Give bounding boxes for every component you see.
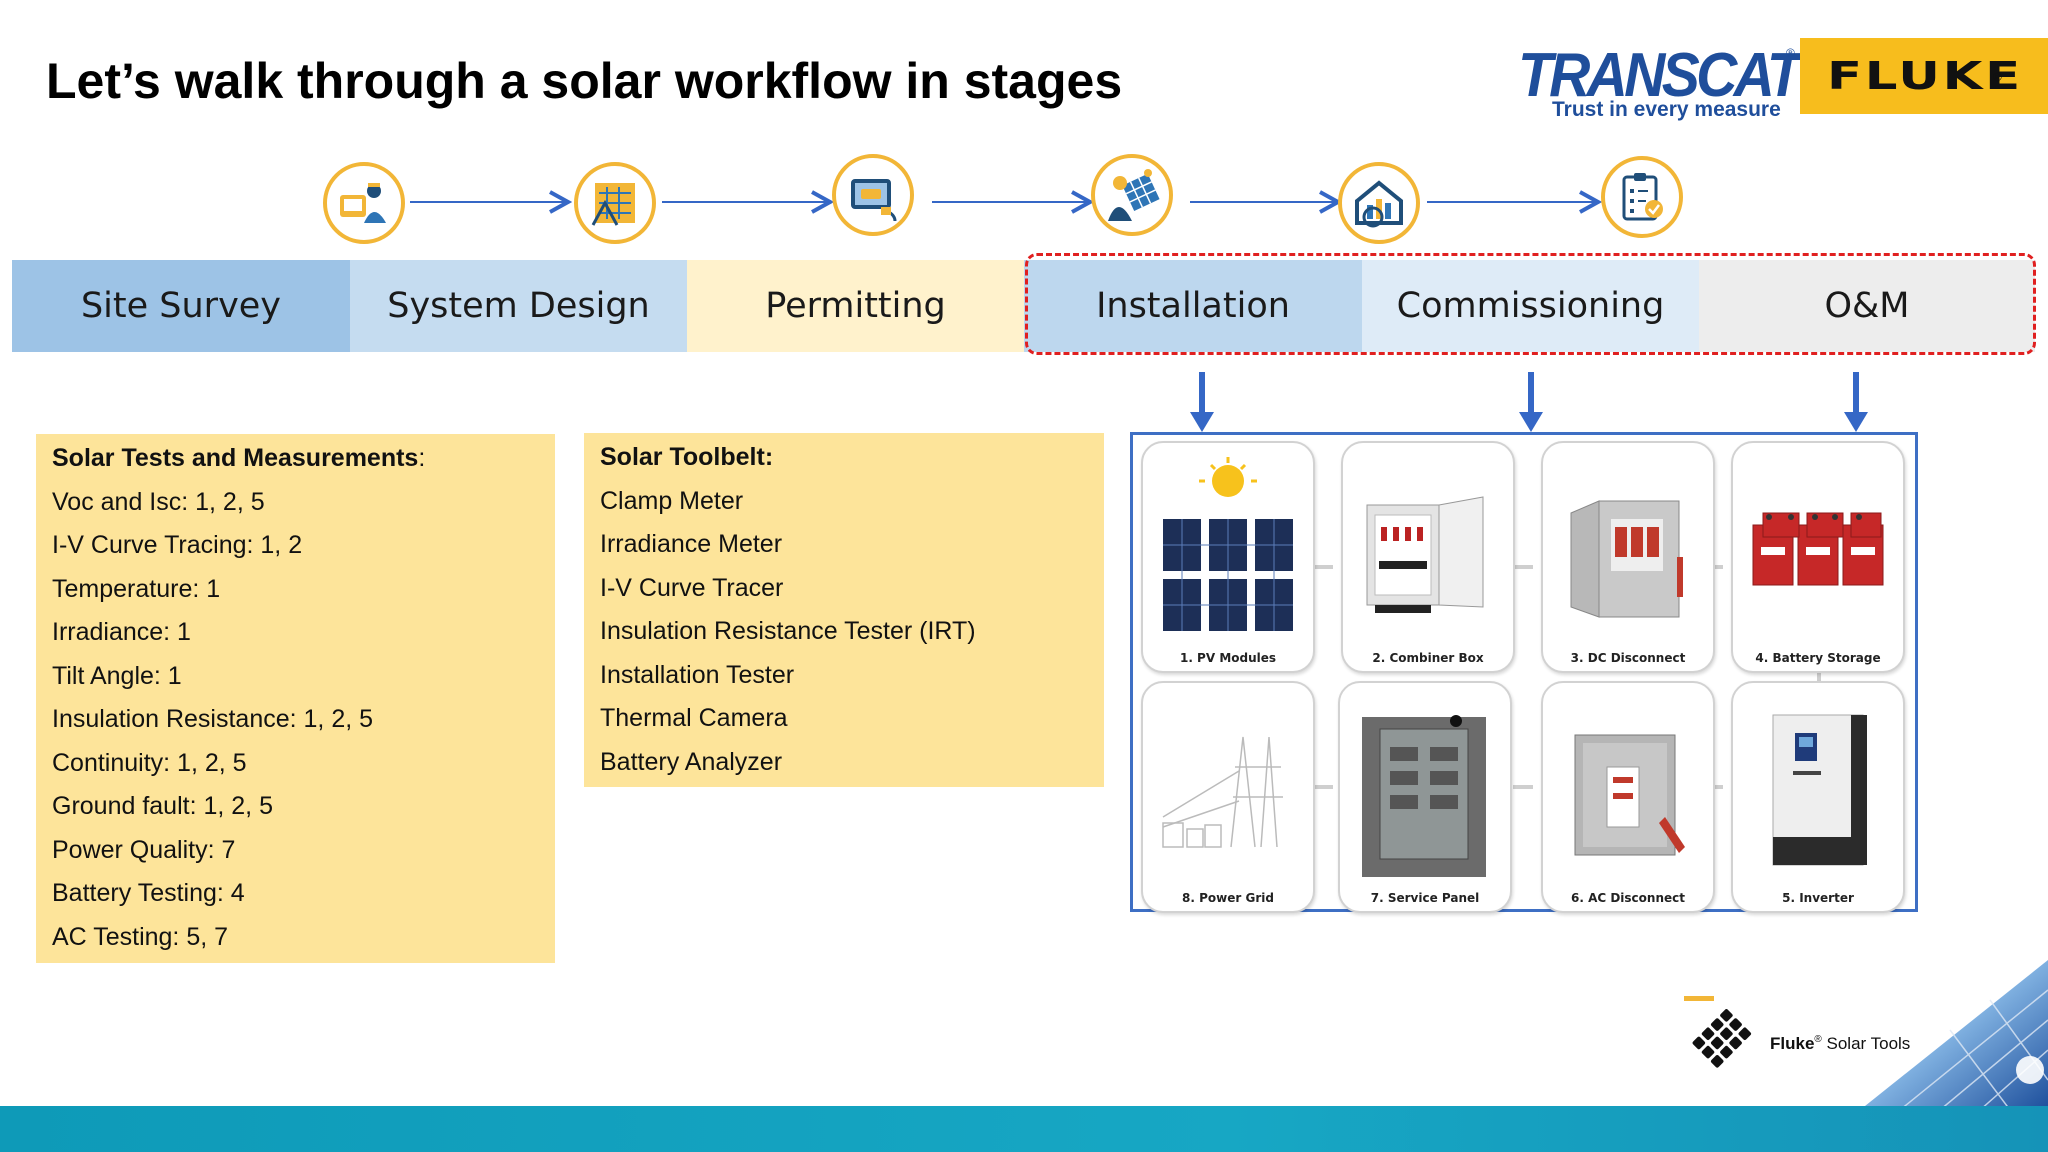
stage-system-design: System Design — [350, 260, 687, 352]
component-card-service-panel: 7. Service Panel — [1338, 681, 1512, 913]
stage-label: Installation — [1096, 286, 1290, 326]
service-panel-icon — [1362, 715, 1486, 877]
tests-heading: Solar Tests and Measurements: — [52, 444, 426, 472]
transcat-wordmark: TRANSCAT — [1518, 41, 1802, 110]
stage-label: Permitting — [765, 286, 946, 326]
ac-disconnect-icon — [1574, 734, 1685, 856]
tool-item: Irradiance Meter — [600, 530, 783, 558]
stage-installation: Installation — [1024, 260, 1362, 352]
stage-label: System Design — [387, 286, 650, 326]
slide-title: Let’s walk through a solar workflow in s… — [46, 53, 1123, 109]
components-panel: 1. PV Modules 2. Combiner Box 3. DC Disc… — [1130, 432, 1918, 913]
stage-label: Site Survey — [80, 286, 282, 326]
transcat-logo: TRANSCAT ® Trust in every measure — [1518, 40, 1802, 130]
test-item: I-V Curve Tracing: 1, 2 — [52, 531, 303, 559]
component-card-dc-disconnect: 3. DC Disconnect — [1541, 441, 1715, 673]
combiner-box-icon — [1366, 496, 1484, 613]
dc-disconnect-icon — [1570, 500, 1683, 618]
checklist-icon — [1601, 156, 1683, 238]
test-item: Ground fault: 1, 2, 5 — [52, 792, 273, 820]
transcat-tagline: Trust in every measure — [1552, 98, 1781, 121]
blueprint-icon — [574, 162, 656, 244]
pv-modules-icon — [1163, 457, 1293, 631]
stage-om: O&M — [1699, 260, 2035, 352]
tool-item: Insulation Resistance Tester (IRT) — [600, 617, 976, 645]
component-label: 6. AC Disconnect — [1570, 891, 1685, 905]
test-item: Insulation Resistance: 1, 2, 5 — [52, 705, 374, 733]
process-arrows — [410, 140, 2048, 260]
test-item: Tilt Angle: 1 — [52, 662, 182, 690]
fluke-solar-tools-text: Fluke® Solar Tools — [1770, 1034, 1911, 1053]
surveyor-icon — [323, 162, 405, 244]
component-label: 7. Service Panel — [1370, 891, 1480, 905]
toolbelt-heading: Solar Toolbelt: — [600, 443, 774, 471]
component-card-combiner-box: 2. Combiner Box — [1341, 441, 1515, 673]
component-card-inverter: 5. Inverter — [1731, 681, 1905, 913]
test-item: AC Testing: 5, 7 — [52, 923, 229, 951]
stage-label: O&M — [1824, 286, 1910, 326]
test-item: Temperature: 1 — [52, 575, 221, 603]
component-label: 3. DC Disconnect — [1570, 651, 1686, 665]
tool-item: I-V Curve Tracer — [600, 574, 784, 602]
stage-commissioning: Commissioning — [1362, 260, 1699, 352]
stage-site-survey: Site Survey — [12, 260, 350, 352]
test-item: Battery Testing: 4 — [52, 879, 245, 907]
down-arrow — [1528, 372, 1534, 416]
fluke-wordmark: FLUKE — [1827, 54, 2023, 98]
installer-icon — [1091, 154, 1173, 236]
fluke-solar-tools-icon — [1684, 996, 1752, 1068]
stage-label: Commissioning — [1396, 286, 1665, 326]
component-card-battery-storage: 4. Battery Storage — [1731, 441, 1905, 673]
component-card-power-grid: 8. Power Grid — [1141, 681, 1315, 913]
house-inspection-icon — [1338, 162, 1420, 244]
highlight-frame — [1025, 253, 2036, 355]
component-card-pv-modules: 1. PV Modules — [1141, 441, 1315, 673]
component-label: 2. Combiner Box — [1372, 651, 1484, 665]
power-grid-icon — [1162, 736, 1283, 848]
component-label: 4. Battery Storage — [1755, 651, 1881, 665]
solar-panel-corner-graphic — [1860, 960, 2048, 1110]
toolbelt-box: Solar Toolbelt: Clamp Meter Irradiance M… — [584, 433, 1104, 787]
down-arrow — [1199, 372, 1205, 416]
footer-bar — [0, 1106, 2048, 1152]
component-card-ac-disconnect: 6. AC Disconnect — [1541, 681, 1715, 913]
test-item: Irradiance: 1 — [52, 618, 191, 646]
down-arrows — [1190, 372, 1868, 432]
tool-item: Clamp Meter — [600, 487, 744, 515]
component-connectors — [1313, 565, 1821, 789]
inverter-icon — [1772, 714, 1867, 866]
registered-mark: ® — [1786, 46, 1795, 60]
battery-storage-icon — [1752, 512, 1884, 586]
down-arrow — [1853, 372, 1859, 416]
component-label: 8. Power Grid — [1182, 891, 1274, 905]
tool-item: Thermal Camera — [600, 704, 788, 732]
test-item: Voc and Isc: 1, 2, 5 — [52, 488, 265, 516]
tool-item: Installation Tester — [600, 661, 795, 689]
component-label: 1. PV Modules — [1179, 651, 1277, 665]
stage-permitting: Permitting — [687, 260, 1024, 352]
test-item: Continuity: 1, 2, 5 — [52, 749, 247, 777]
registered-mark: ® — [1993, 70, 2002, 84]
fluke-logo: FLUKE ® — [1800, 38, 2048, 114]
component-label: 5. Inverter — [1782, 891, 1854, 905]
test-item: Power Quality: 7 — [52, 836, 236, 864]
permit-plug-icon — [832, 154, 914, 236]
tests-box: Solar Tests and Measurements: Voc and Is… — [36, 434, 555, 963]
tool-item: Battery Analyzer — [600, 748, 783, 776]
fluke-solar-tools-logo: Fluke® Solar Tools — [1680, 990, 1940, 1090]
